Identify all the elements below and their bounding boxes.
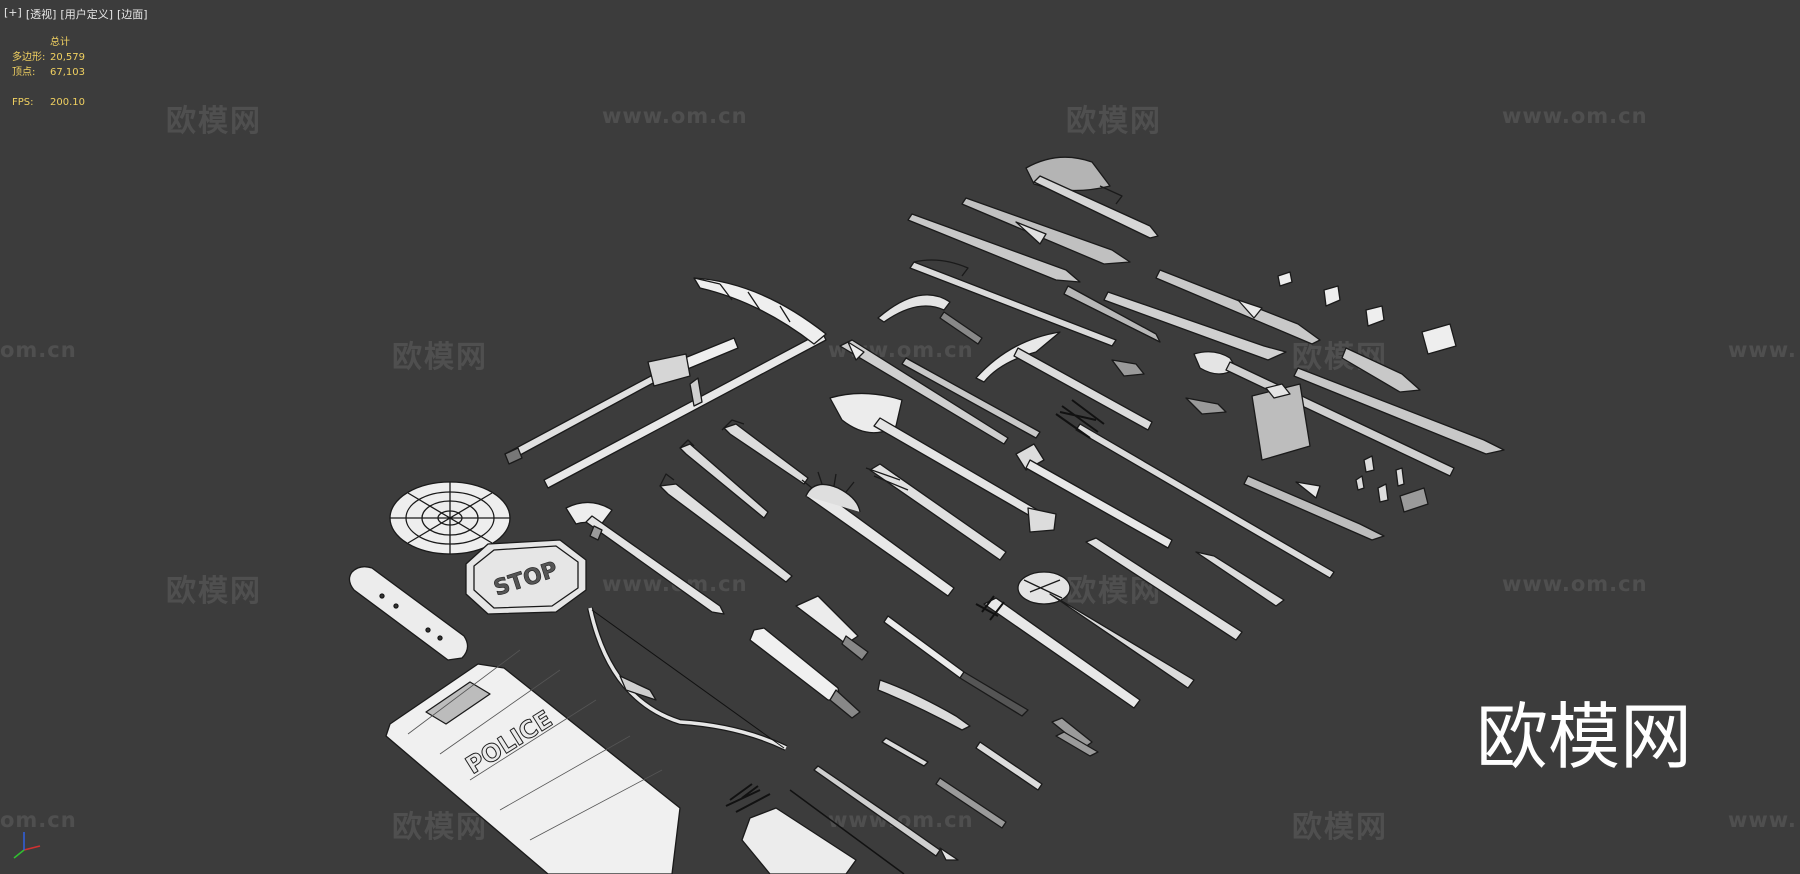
round-shield-model[interactable] bbox=[389, 481, 511, 555]
watermark-brand: 欧模网 bbox=[1066, 104, 1162, 139]
rifle-model[interactable] bbox=[907, 213, 1081, 283]
watermark-brand: 欧模网 bbox=[166, 104, 262, 139]
fps-label: FPS: bbox=[12, 97, 34, 108]
cleaver-model[interactable] bbox=[795, 595, 869, 661]
pipe-model[interactable] bbox=[975, 741, 1043, 791]
scene-statistics: 总计 多边形: 20,579 顶点: 67,103 FPS: 200.10 bbox=[12, 35, 85, 110]
barbed-wire-bat-model[interactable] bbox=[1017, 571, 1195, 689]
polygons-label: 多边形: bbox=[12, 52, 46, 63]
watermark-brand: 欧模网 bbox=[1292, 810, 1388, 845]
spear-model[interactable] bbox=[839, 339, 1009, 445]
polygons-value: 20,579 bbox=[50, 52, 85, 63]
nunchaku-model[interactable] bbox=[1051, 717, 1099, 757]
crossbow-model[interactable] bbox=[1025, 156, 1159, 239]
jerrycan-model[interactable] bbox=[1251, 383, 1311, 461]
hammer-model[interactable] bbox=[1015, 443, 1173, 549]
viewport-custom-menu[interactable]: [用户定义] bbox=[60, 8, 113, 21]
knife-model[interactable] bbox=[935, 777, 1007, 829]
fps-value: 200.10 bbox=[50, 97, 85, 108]
curved-blade-model[interactable] bbox=[877, 679, 971, 731]
stop-sign-model[interactable]: STOP bbox=[465, 539, 587, 615]
vertices-label: 顶点: bbox=[12, 67, 36, 78]
skateboard-model[interactable] bbox=[348, 566, 469, 661]
dagger-model[interactable] bbox=[883, 615, 1029, 717]
sword-model[interactable] bbox=[504, 337, 739, 465]
taser-model[interactable] bbox=[1195, 551, 1285, 607]
grenade-model[interactable] bbox=[1355, 455, 1429, 513]
shotgun-model[interactable] bbox=[1063, 285, 1161, 343]
pickaxe-model[interactable] bbox=[975, 331, 1153, 431]
spiked-bat-model[interactable] bbox=[801, 471, 955, 597]
spiked-bat-model[interactable] bbox=[865, 463, 1007, 561]
rifle-model[interactable] bbox=[961, 197, 1131, 265]
knife-model[interactable] bbox=[881, 737, 929, 767]
spear-model[interactable] bbox=[813, 765, 959, 861]
quiver-model[interactable] bbox=[725, 783, 905, 874]
crowbar-model[interactable] bbox=[721, 419, 809, 485]
viewport-plus-menu[interactable]: [+] bbox=[4, 6, 22, 19]
golf-club-model[interactable] bbox=[659, 473, 793, 583]
watermark-url: www.om.cn bbox=[1502, 572, 1648, 596]
rifle-model[interactable] bbox=[1293, 367, 1505, 455]
brass-knuckles-model[interactable] bbox=[1111, 359, 1145, 377]
assault-rifle-model[interactable] bbox=[1155, 269, 1321, 345]
machete-model[interactable] bbox=[749, 627, 861, 719]
watermark-brand: 欧模网 bbox=[166, 574, 262, 609]
sickle-model[interactable] bbox=[877, 294, 983, 345]
police-riot-shield-model[interactable]: POLICE bbox=[385, 649, 681, 874]
smg-model[interactable] bbox=[1341, 347, 1421, 393]
sledgehammer-model[interactable] bbox=[565, 501, 725, 615]
stats-header: 总计 bbox=[50, 37, 70, 48]
viewport-shading-menu[interactable]: [边面] bbox=[117, 8, 148, 21]
viewport-view-menu[interactable]: [透视] bbox=[25, 8, 57, 21]
gun-attachment-model[interactable] bbox=[1277, 271, 1457, 355]
watermark-brand: 欧模网 bbox=[392, 340, 488, 375]
pistol-model[interactable] bbox=[1185, 397, 1227, 415]
bow-model[interactable] bbox=[587, 607, 788, 751]
baton-model[interactable] bbox=[1085, 537, 1243, 641]
pole-model[interactable] bbox=[901, 357, 1041, 439]
watermark-url: om.cn bbox=[0, 808, 77, 832]
viewport-label-menu: [+] [透视] [用户定义] [边面] bbox=[4, 6, 148, 22]
crowbar-model[interactable] bbox=[679, 439, 769, 519]
vertices-value: 67,103 bbox=[50, 67, 85, 78]
sniper-rifle-model[interactable] bbox=[1243, 475, 1385, 541]
scythe-model[interactable] bbox=[543, 277, 827, 489]
watermark-brand: 欧模网 bbox=[392, 810, 488, 845]
watermark-url: www. bbox=[1728, 808, 1797, 832]
pole-model[interactable] bbox=[909, 259, 1117, 347]
pitchfork-model[interactable] bbox=[1055, 399, 1335, 579]
brand-watermark: 欧模网 bbox=[1476, 695, 1693, 779]
watermark-url: www.om.cn bbox=[1502, 104, 1648, 128]
shovel-model[interactable] bbox=[829, 392, 1057, 533]
rifle-model[interactable] bbox=[1103, 291, 1287, 361]
axis-gizmo bbox=[13, 832, 41, 859]
watermark-url: www. bbox=[1728, 338, 1797, 362]
watermark-url: www.om.cn bbox=[602, 104, 748, 128]
nail-bat-model[interactable] bbox=[975, 595, 1141, 709]
watermark-url: om.cn bbox=[0, 338, 77, 362]
